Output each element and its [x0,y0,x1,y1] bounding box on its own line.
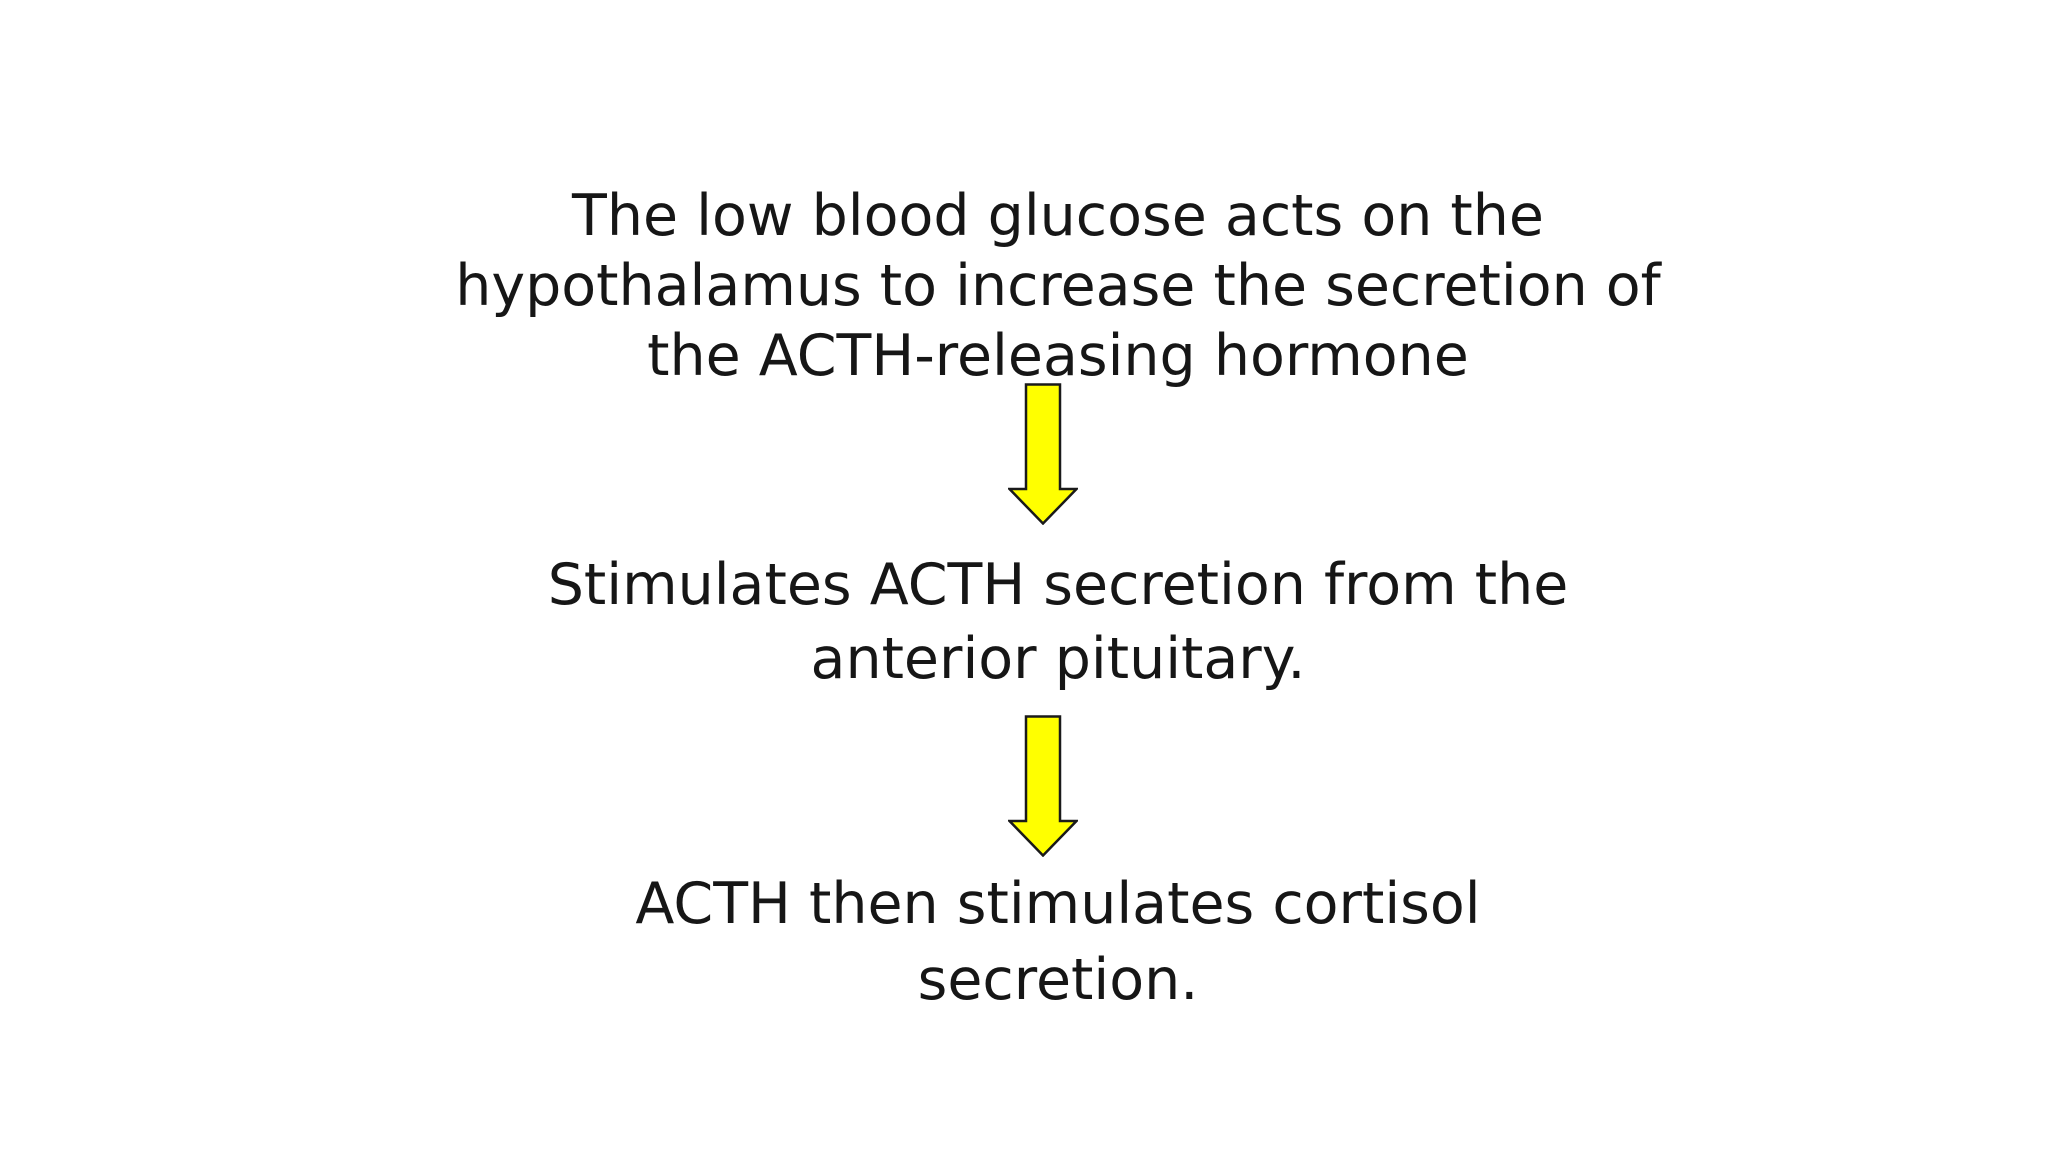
text-line: Stimulates ACTH secretion from the [547,552,1569,618]
text-line: ACTH then stimulates cortisol [635,871,1481,937]
text-line: The low blood glucose acts on the [572,183,1544,249]
down-arrow-icon [1008,383,1078,525]
text-line: the ACTH-releasing hormone [647,323,1469,389]
text-line: hypothalamus to increase the secretion o… [455,253,1661,319]
step-2-text: Stimulates ACTH secretion from the anter… [34,548,2048,696]
down-arrow-shape [1008,715,1078,857]
text-line: anterior pituitary. [810,626,1306,692]
text-line: secretion. [917,947,1199,1013]
down-arrow-shape [1008,383,1078,525]
step-1-text: The low blood glucose acts on the hypoth… [34,181,2048,391]
down-arrow-icon [1008,715,1078,857]
step-3-text: ACTH then stimulates cortisol secretion. [34,866,2048,1018]
